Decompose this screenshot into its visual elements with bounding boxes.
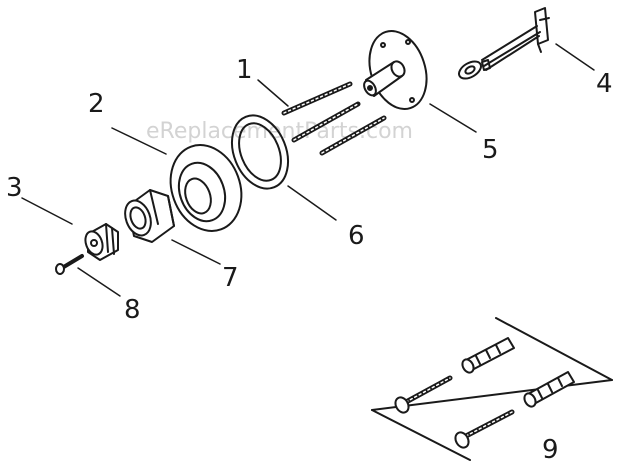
part-7-nut [124, 189, 175, 243]
callout-2: 2 [88, 89, 105, 119]
part-1-screws [281, 81, 387, 156]
callout-8: 8 [124, 295, 141, 325]
leader-4 [555, 43, 595, 71]
leader-8 [77, 267, 121, 297]
part-9-anchors-and-screws [394, 337, 575, 449]
part-2-escutcheon [169, 144, 243, 232]
callout-1: 1 [236, 55, 253, 85]
callout-9: 9 [542, 435, 559, 465]
callout-7: 7 [222, 263, 239, 293]
leader-5 [429, 103, 477, 133]
leader-6 [287, 185, 337, 221]
callout-6: 6 [348, 221, 365, 251]
leader-7 [171, 239, 221, 265]
leader-lines [21, 43, 595, 297]
part-3-adapter [84, 223, 119, 261]
leader-2 [111, 127, 167, 155]
part-4-handle-lever [458, 7, 550, 80]
callout-4: 4 [596, 69, 613, 99]
callout-5: 5 [482, 135, 499, 165]
callout-3: 3 [6, 173, 23, 203]
part-6-o-ring [231, 114, 289, 190]
leader-1 [257, 79, 289, 107]
part-8-small-screw [55, 254, 84, 275]
part-9-kit-outline [371, 317, 613, 461]
part-5-mounting-flange [363, 30, 428, 110]
leader-3 [21, 197, 73, 225]
